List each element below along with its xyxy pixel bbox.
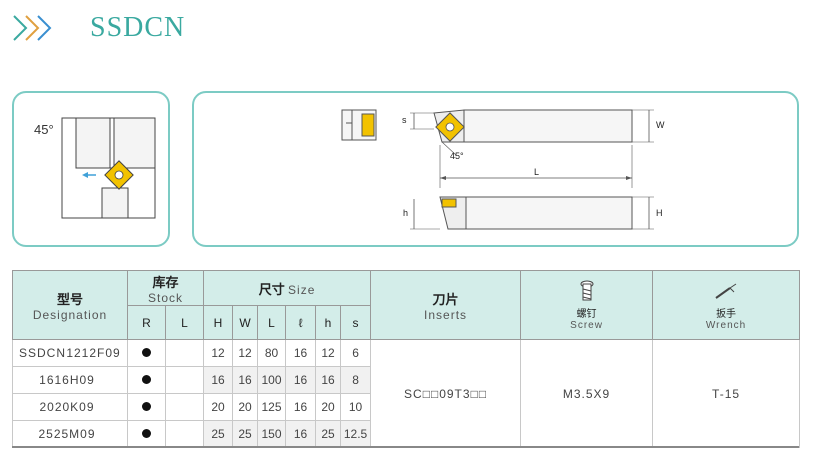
size-cell: 12: [315, 339, 342, 367]
size-col-l: ℓ: [285, 305, 317, 340]
stock-l-cell: [164, 339, 205, 367]
top-insert-icon: [435, 112, 465, 142]
wrench-cell: T-15: [652, 339, 801, 448]
size-col-h: h: [315, 305, 342, 340]
stock-l-cell: [164, 366, 205, 394]
size-cell: 8: [340, 366, 372, 394]
screw-icon: [580, 280, 594, 300]
size-col-H: H: [203, 305, 234, 340]
table-row: 2020K09 20 20 125 16 20 10: [12, 393, 800, 421]
stock-header: 库存 Stock: [126, 270, 205, 306]
table-bottom-rule: [12, 446, 799, 448]
dim-s-label: s: [402, 115, 407, 125]
spec-table: 型号 Designation 库存 Stock 尺寸 Size 刀片 Inser…: [12, 270, 801, 448]
angle-label: 45°: [34, 122, 54, 137]
size-cell: 12: [203, 339, 234, 367]
stock-col-r: R: [127, 305, 166, 340]
stock-l-cell: [164, 420, 205, 448]
size-col-W: W: [232, 305, 259, 340]
size-cell: 80: [257, 339, 287, 367]
dimension-drawing-panel: s W 45° L h H: [192, 91, 799, 247]
wrench-header: 扳手 Wrench: [652, 270, 801, 340]
size-cell: 20: [203, 393, 234, 421]
designation-cell: 2525M09: [12, 420, 128, 448]
insert-icon: [104, 160, 134, 190]
designation-header: 型号 Designation: [12, 270, 128, 340]
size-cell: 125: [257, 393, 287, 421]
dimension-drawing: [341, 109, 654, 230]
table-row: 1616H09 16 16 100 16 16 8: [12, 366, 800, 394]
size-cell: 25: [203, 420, 234, 448]
size-cell: 10: [340, 393, 372, 421]
size-header: 尺寸 Size: [203, 270, 372, 306]
dim-h-label: h: [403, 208, 409, 218]
inserts-cell: SC□□09T3□□: [370, 339, 522, 448]
size-cell: 20: [315, 393, 342, 421]
wrench-icon: [715, 283, 737, 299]
stock-col-l: L: [164, 305, 205, 340]
stock-r-cell: [127, 420, 166, 448]
size-cell: 150: [257, 420, 287, 448]
size-cell: 16: [285, 339, 317, 367]
size-cell: 16: [285, 393, 317, 421]
in-stock-dot-icon: [142, 375, 151, 384]
stock-r-cell: [127, 393, 166, 421]
screw-cell: M3.5X9: [520, 339, 654, 448]
size-cell: 16: [285, 420, 317, 448]
approach-angle-panel: 45°: [12, 91, 170, 247]
inserts-header: 刀片 Inserts: [370, 270, 522, 340]
designation-cell: 1616H09: [12, 366, 128, 394]
size-cell: 12.5: [340, 420, 372, 448]
size-cell: 12: [232, 339, 259, 367]
size-cell: 6: [340, 339, 372, 367]
size-cell: 16: [285, 366, 317, 394]
size-cell: 100: [257, 366, 287, 394]
page-title: SSDCN: [90, 12, 186, 43]
stock-l-cell: [164, 393, 205, 421]
size-col-s: s: [340, 305, 372, 340]
approach-diagram: [61, 117, 156, 219]
size-cell: 16: [203, 366, 234, 394]
in-stock-dot-icon: [142, 429, 151, 438]
page-header: SSDCN: [10, 8, 310, 48]
screw-header: 螺钉 Screw: [520, 270, 654, 340]
designation-cell: 2020K09: [12, 393, 128, 421]
size-cell: 25: [232, 420, 259, 448]
dim-w-label: W: [656, 120, 665, 130]
dim-angle-label: 45°: [450, 151, 464, 161]
in-stock-dot-icon: [142, 348, 151, 357]
chevrons-icon: [13, 15, 52, 41]
size-col-L: L: [257, 305, 287, 340]
size-cell: 16: [315, 366, 342, 394]
size-cell: 20: [232, 393, 259, 421]
stock-r-cell: [127, 366, 166, 394]
in-stock-dot-icon: [142, 402, 151, 411]
size-cell: 16: [232, 366, 259, 394]
dim-l-label: L: [534, 167, 540, 177]
stock-r-cell: [127, 339, 166, 367]
dim-H-label: H: [656, 208, 663, 218]
size-cell: 25: [315, 420, 342, 448]
